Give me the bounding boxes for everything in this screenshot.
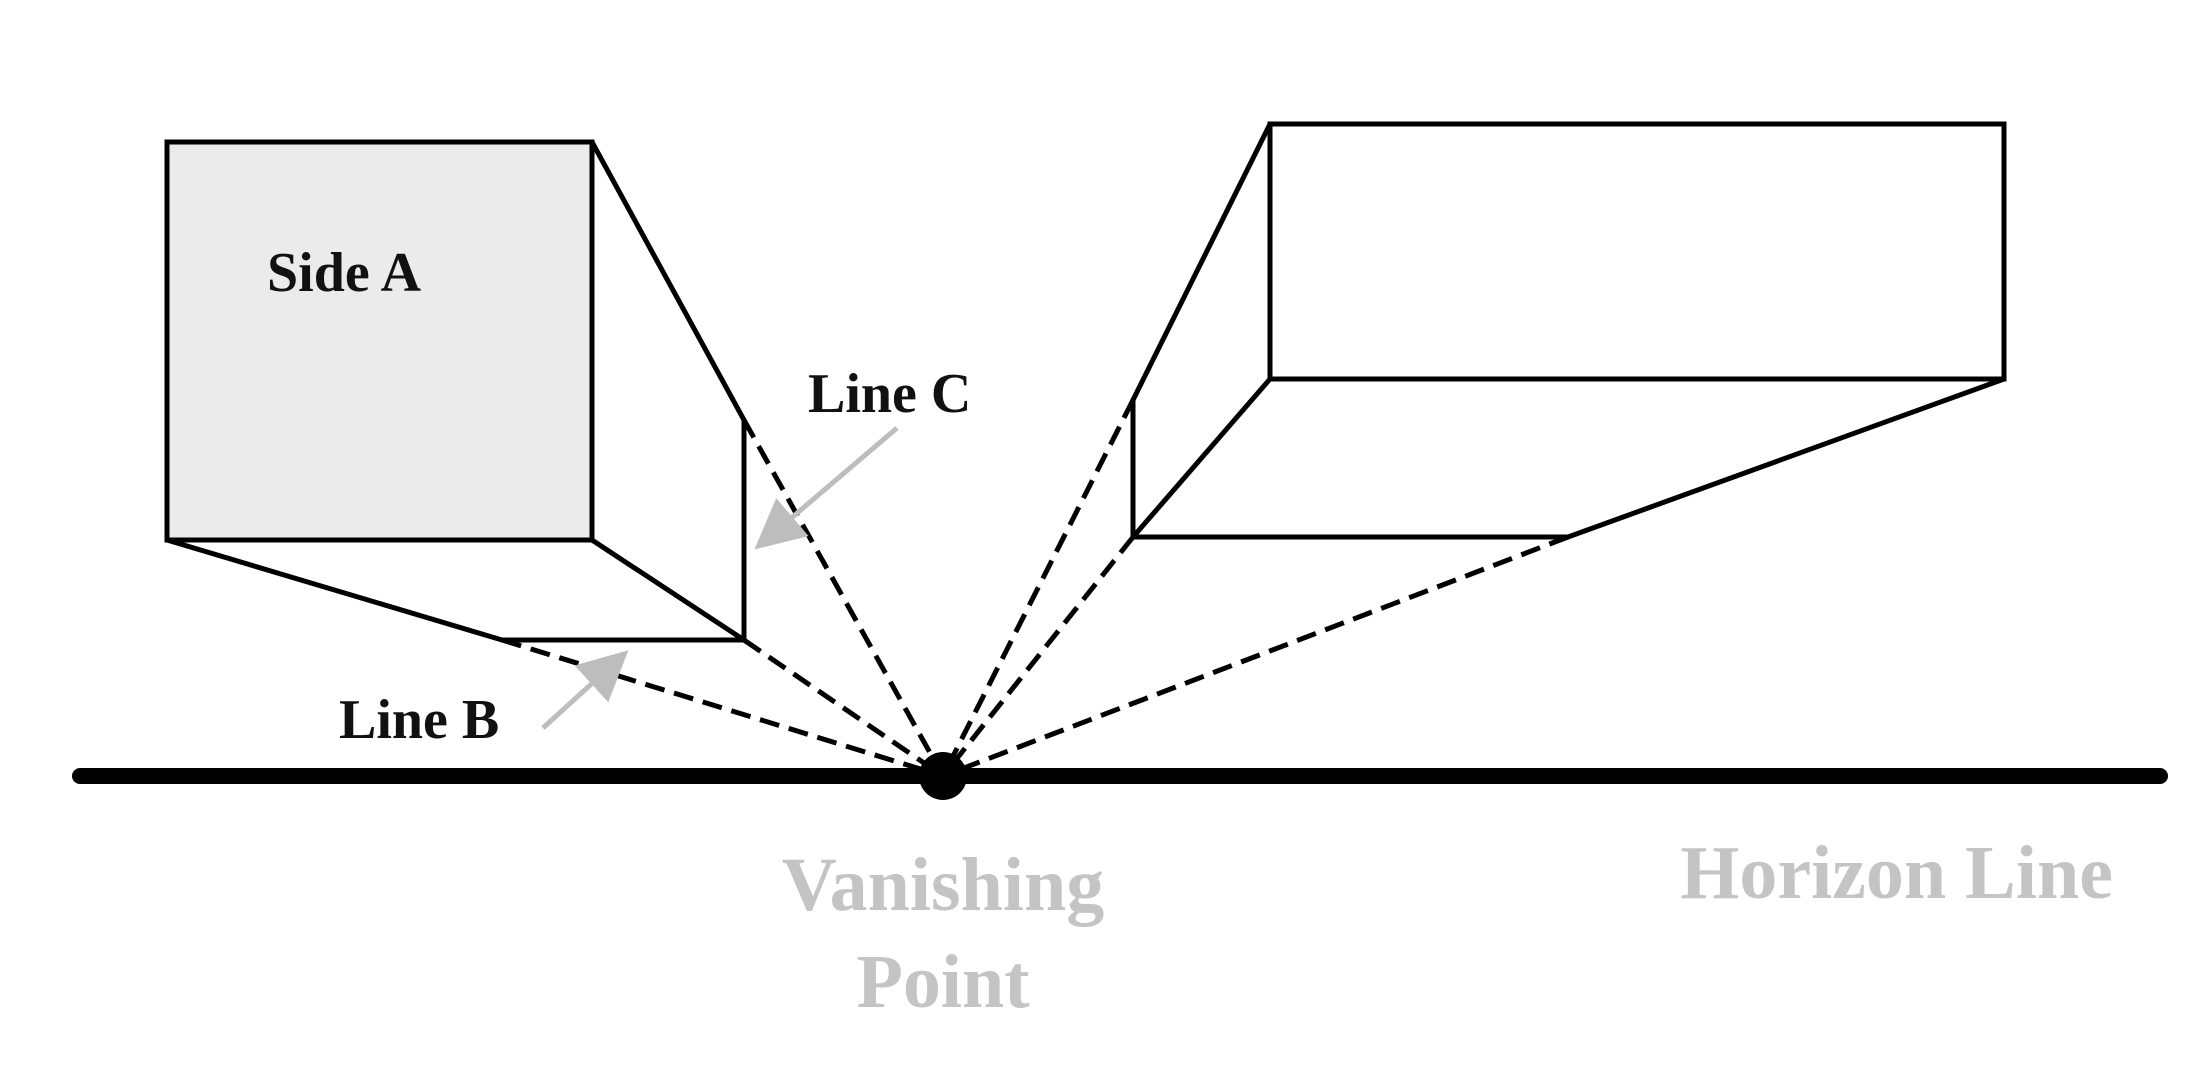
- right-box-left-face: [1130, 122, 1273, 544]
- left-box-side-face: [589, 140, 747, 645]
- line-c-label: Line C: [808, 363, 971, 425]
- left-box-bottom-face: [166, 537, 744, 643]
- line-c-arrow: [754, 426, 899, 550]
- right-box-lower-edge-extension: [941, 535, 1135, 778]
- left-box: [164, 139, 747, 645]
- vanishing-point-dot: [919, 752, 967, 800]
- line-c-extension: [741, 418, 946, 778]
- side-a-face: [164, 139, 595, 543]
- horizon-line-label: Horizon Line: [1680, 831, 2113, 915]
- right-box-bottom-face: [1133, 376, 2005, 540]
- right-box-top-edge-extension: [940, 398, 1136, 778]
- side-a-label: Side A: [267, 242, 422, 304]
- right-box: [1130, 121, 2007, 544]
- vanishing-point-label-line1: Vanishing: [782, 843, 1105, 927]
- right-box-front-face: [1267, 121, 2007, 382]
- left-box-corner-extension: [742, 637, 945, 779]
- right-box-bottom-edge-extension: [942, 534, 1569, 779]
- line-b-arrow: [541, 650, 629, 730]
- line-b-label: Line B: [339, 689, 499, 751]
- vanishing-point-label-line2: Point: [856, 940, 1029, 1024]
